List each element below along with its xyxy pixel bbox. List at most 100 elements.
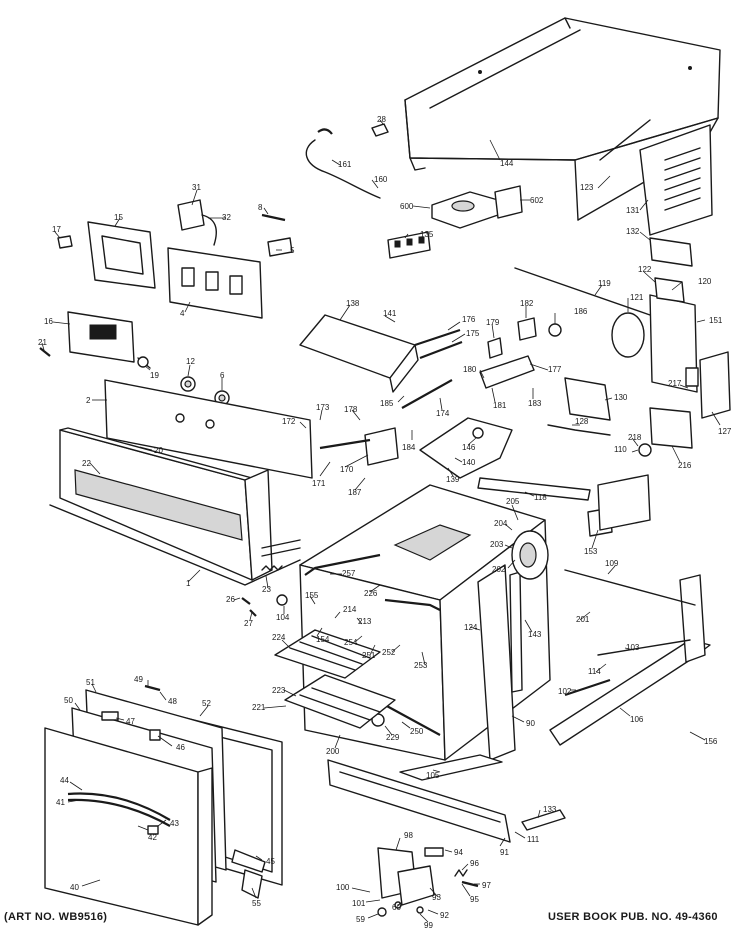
callout-111: 111 xyxy=(527,835,540,844)
callout-100: 100 xyxy=(336,883,350,892)
callout-91: 91 xyxy=(500,848,509,857)
screws-26-27-104 xyxy=(241,594,288,617)
callout-184: 184 xyxy=(402,443,416,452)
callout-105: 105 xyxy=(426,771,440,780)
callout-602: 602 xyxy=(530,196,544,205)
callout-251: 251 xyxy=(362,651,376,660)
callout-12: 12 xyxy=(186,357,195,366)
callout-27: 27 xyxy=(244,619,253,628)
switch-600 xyxy=(431,191,499,229)
control-panel-bracket-4 xyxy=(167,247,263,319)
rack-221 xyxy=(284,674,396,729)
bracket-602 xyxy=(494,185,523,219)
callout-202: 202 xyxy=(492,565,506,574)
callout-154: 154 xyxy=(316,635,330,644)
user-book-pub-caption: USER BOOK PUB. NO. 49-4360 xyxy=(548,911,718,923)
bracket-138 xyxy=(299,314,419,393)
sensor-8 xyxy=(261,213,286,222)
callout-204: 204 xyxy=(494,519,508,528)
callout-26: 26 xyxy=(226,595,235,604)
rod-119 xyxy=(514,267,651,316)
bracket-118 xyxy=(477,477,591,501)
callout-109: 109 xyxy=(605,559,619,568)
callout-218: 218 xyxy=(628,433,642,442)
callout-92: 92 xyxy=(440,911,449,920)
latch-parts-179-182-186 xyxy=(487,317,562,359)
callout-51: 51 xyxy=(86,678,95,687)
callout-171: 171 xyxy=(312,479,326,488)
callout-133: 133 xyxy=(543,805,557,814)
callout-45: 45 xyxy=(266,857,275,866)
callout-99: 99 xyxy=(424,921,433,930)
element-202 xyxy=(511,530,549,580)
callout-40: 40 xyxy=(70,883,79,892)
callout-22: 22 xyxy=(82,459,91,468)
callout-161: 161 xyxy=(338,160,352,169)
callout-173: 173 xyxy=(316,403,330,412)
callout-144: 144 xyxy=(500,159,514,168)
callout-52: 52 xyxy=(202,699,211,708)
callout-119: 119 xyxy=(598,279,611,288)
callout-183: 183 xyxy=(528,399,542,408)
callout-118: 118 xyxy=(534,493,547,502)
screw-21 xyxy=(39,347,51,357)
callout-138: 138 xyxy=(346,299,360,308)
callout-175: 175 xyxy=(466,329,480,338)
callout-106: 106 xyxy=(630,715,644,724)
callout-124: 124 xyxy=(464,623,478,632)
callout-103: 103 xyxy=(626,643,640,652)
callout-32: 32 xyxy=(222,213,231,222)
callout-177: 177 xyxy=(548,365,562,374)
rod-114-103 xyxy=(564,639,691,697)
front-frame-124 xyxy=(477,564,523,761)
callout-47: 47 xyxy=(126,717,135,726)
callout-101: 101 xyxy=(352,899,366,908)
callout-123: 123 xyxy=(580,183,594,192)
callout-numbers: 144 123 131 132 28 161 160 600 602 135 3… xyxy=(38,115,732,930)
callout-49: 49 xyxy=(134,675,143,684)
hinge-assembly-98 xyxy=(377,847,479,917)
callout-95: 95 xyxy=(470,895,479,904)
callout-155: 155 xyxy=(305,591,319,600)
callout-178: 178 xyxy=(344,405,358,414)
shield-130 xyxy=(547,377,611,436)
bracket-28 xyxy=(371,123,389,137)
callout-90: 90 xyxy=(526,719,535,728)
callout-172: 172 xyxy=(282,417,296,426)
bracket-127 xyxy=(685,351,731,419)
callout-93: 93 xyxy=(432,893,441,902)
callout-176: 176 xyxy=(462,315,476,324)
callout-48: 48 xyxy=(168,697,177,706)
callout-180: 180 xyxy=(463,365,477,374)
spring-23 xyxy=(261,565,283,571)
rack-224 xyxy=(274,629,381,679)
callout-223: 223 xyxy=(272,686,286,695)
callout-31: 31 xyxy=(192,183,201,192)
callout-1: 1 xyxy=(186,579,191,588)
callout-55: 55 xyxy=(252,899,261,908)
callout-160: 160 xyxy=(374,175,388,184)
callout-114: 114 xyxy=(588,667,601,676)
callout-127: 127 xyxy=(718,427,732,436)
callout-110: 110 xyxy=(614,445,627,454)
callout-104: 104 xyxy=(276,613,290,622)
callout-216: 216 xyxy=(678,461,692,470)
fuse-block-5 xyxy=(267,237,293,257)
callout-179: 179 xyxy=(486,318,500,327)
terminal-block-135 xyxy=(387,231,431,259)
callout-19: 19 xyxy=(150,371,159,380)
callout-229: 229 xyxy=(386,733,400,742)
callout-156: 156 xyxy=(704,737,718,746)
callout-141: 141 xyxy=(383,309,397,318)
callout-16: 16 xyxy=(44,317,53,326)
callout-42: 42 xyxy=(148,833,157,842)
callout-201: 201 xyxy=(576,615,590,624)
latch-assembly-177 xyxy=(479,355,535,389)
frame-15 xyxy=(87,221,156,289)
callout-17: 17 xyxy=(52,225,61,234)
callout-122: 122 xyxy=(638,265,652,274)
knob-218 xyxy=(638,443,652,457)
callout-181: 181 xyxy=(493,401,507,410)
leader-lines xyxy=(41,119,721,923)
